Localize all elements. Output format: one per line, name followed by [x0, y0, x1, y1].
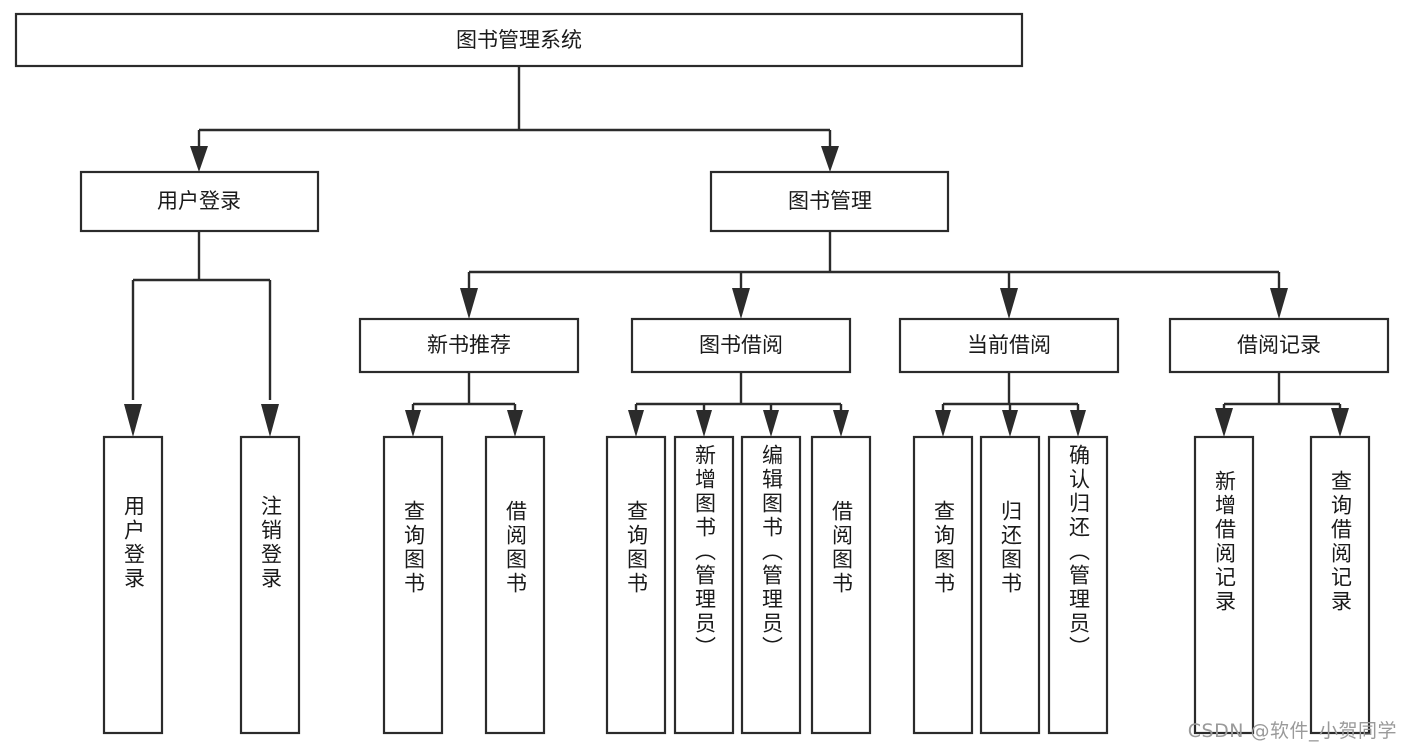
arrow-head-icon: [507, 410, 523, 437]
leaf-box-currentborrow-0[interactable]: [912, 435, 974, 735]
arrow-head-icon: [405, 410, 421, 437]
connector-userlogin-to-leaves: [124, 231, 279, 437]
connector-newbook-to-leaves: [405, 372, 523, 437]
arrow-head-icon: [1215, 408, 1233, 437]
node-book-borrow[interactable]: 图书借阅: [630, 317, 852, 374]
leaf-box-currentborrow-2[interactable]: [1047, 435, 1109, 735]
node-root-label: 图书管理系统: [456, 28, 582, 52]
node-book-borrow-label: 图书借阅: [699, 333, 783, 357]
arrow-head-icon: [190, 146, 208, 172]
node-user-login[interactable]: 用户登录: [79, 170, 320, 233]
connector-bookmgmt-to-level3: [460, 231, 1288, 319]
connector-root-to-level2: [190, 66, 839, 172]
arrow-head-icon: [124, 404, 142, 437]
leaf-box-currentborrow-1[interactable]: [979, 435, 1041, 735]
node-user-login-label: 用户登录: [157, 189, 241, 213]
connector-borrowrecord-to-leaves: [1215, 372, 1349, 437]
arrow-head-icon: [628, 410, 644, 437]
arrow-head-icon: [1070, 410, 1086, 437]
node-current-borrow-label: 当前借阅: [967, 333, 1051, 357]
arrow-head-icon: [935, 410, 951, 437]
node-new-book-recommend[interactable]: 新书推荐: [358, 317, 580, 374]
watermark-text: CSDN @软件_小贺同学: [1187, 720, 1397, 742]
arrow-head-icon: [821, 146, 839, 172]
leaf-box-user-login-0[interactable]: [102, 435, 164, 735]
arrow-head-icon: [696, 410, 712, 437]
arrow-head-icon: [1331, 408, 1349, 437]
node-borrow-record-label: 借阅记录: [1237, 333, 1321, 357]
leaf-box-bookborrow-2[interactable]: [740, 435, 802, 735]
arrow-head-icon: [261, 404, 279, 437]
node-borrow-record[interactable]: 借阅记录: [1168, 317, 1390, 374]
connector-bookborrow-to-leaves: [628, 372, 849, 437]
arrow-head-icon: [1000, 288, 1018, 319]
leaf-box-bookborrow-1[interactable]: [673, 435, 735, 735]
arrow-head-icon: [833, 410, 849, 437]
connector-currentborrow-to-leaves: [935, 372, 1086, 437]
arrow-head-icon: [1270, 288, 1288, 319]
node-book-management[interactable]: 图书管理: [709, 170, 950, 233]
leaf-box-newbook-1[interactable]: [484, 435, 546, 735]
arrow-head-icon: [763, 410, 779, 437]
leaf-box-bookborrow-0[interactable]: [605, 435, 667, 735]
leaf-box-newbook-0[interactable]: [382, 435, 444, 735]
leaf-box-bookborrow-3[interactable]: [810, 435, 872, 735]
arrow-head-icon: [460, 288, 478, 319]
leaf-box-user-login-1[interactable]: [239, 435, 301, 735]
leaf-box-borrowrecord-0[interactable]: [1193, 435, 1255, 735]
node-book-management-label: 图书管理: [788, 189, 872, 213]
arrow-head-icon: [732, 288, 750, 319]
node-root-system[interactable]: 图书管理系统: [14, 12, 1024, 68]
node-current-borrow[interactable]: 当前借阅: [898, 317, 1120, 374]
node-new-book-recommend-label: 新书推荐: [427, 333, 511, 357]
arrow-head-icon: [1002, 410, 1018, 437]
leaf-box-borrowrecord-1[interactable]: [1309, 435, 1371, 735]
